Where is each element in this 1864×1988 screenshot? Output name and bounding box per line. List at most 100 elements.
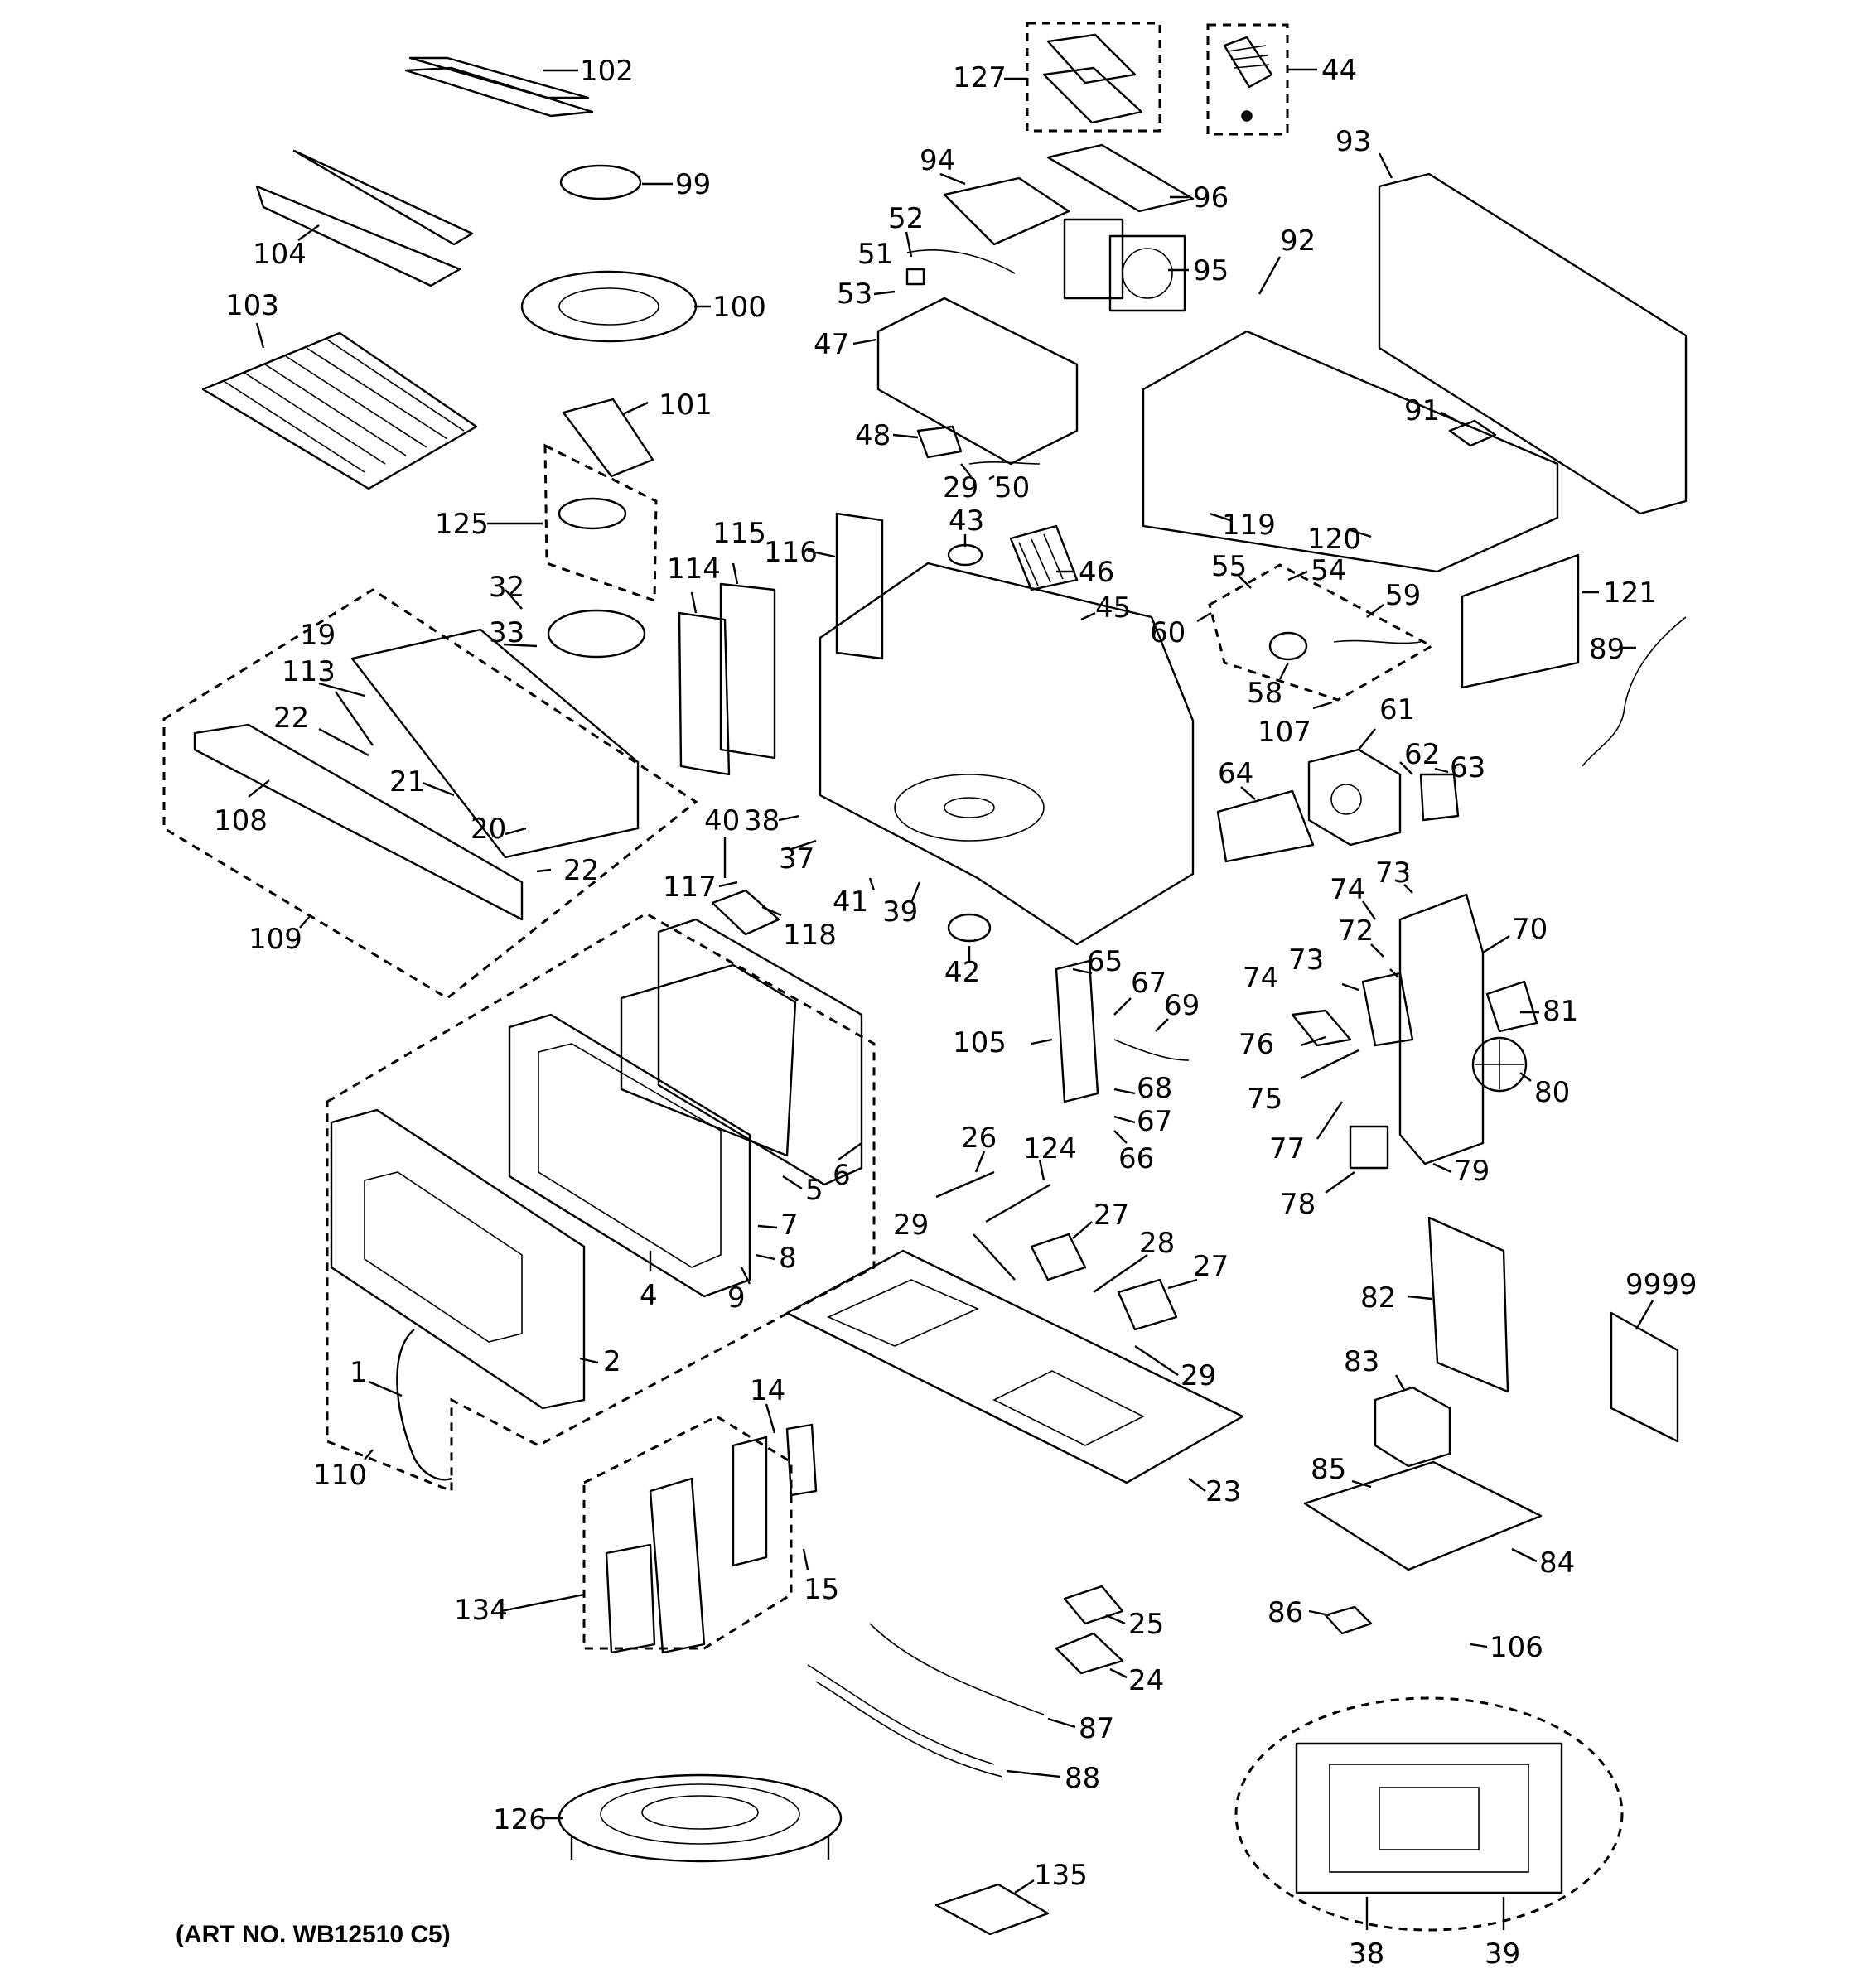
label-51: 51 — [857, 238, 893, 271]
label-118: 118 — [783, 919, 837, 952]
label-91: 91 — [1404, 394, 1440, 427]
label-74b: 74 — [1243, 962, 1278, 995]
base-plate-23 — [785, 1249, 1244, 1484]
label-99: 99 — [675, 168, 711, 201]
label-100: 100 — [712, 291, 766, 324]
transformer-83 — [1374, 1386, 1451, 1468]
part-75 — [1361, 972, 1414, 1047]
label-85: 85 — [1311, 1453, 1346, 1486]
duct-64 — [1216, 789, 1315, 863]
label-15: 15 — [804, 1573, 839, 1606]
label-64: 64 — [1218, 757, 1253, 790]
label-8: 8 — [779, 1242, 797, 1275]
part-24 — [1055, 1632, 1124, 1675]
label-75: 75 — [1247, 1083, 1282, 1116]
part-101 — [562, 398, 654, 478]
label-52: 52 — [888, 202, 924, 235]
label-78: 78 — [1280, 1188, 1316, 1221]
label-68: 68 — [1137, 1072, 1172, 1105]
part-48 — [916, 425, 963, 459]
label-14: 14 — [750, 1374, 785, 1407]
label-44: 44 — [1321, 54, 1357, 87]
label-107: 107 — [1258, 716, 1311, 749]
label-89: 89 — [1589, 633, 1625, 666]
label-27b: 27 — [1193, 1250, 1229, 1283]
label-108: 108 — [214, 804, 268, 837]
group-125-outline — [543, 443, 658, 603]
door-panel-2 — [330, 1108, 586, 1410]
cord-89 — [1582, 616, 1687, 767]
label-42: 42 — [944, 956, 980, 989]
door-frame-4 — [508, 1013, 751, 1298]
group-134-outline — [582, 1415, 793, 1650]
part-78 — [1349, 1125, 1389, 1170]
label-29c: 29 — [1181, 1359, 1216, 1392]
label-6: 6 — [833, 1159, 851, 1192]
label-124: 124 — [1023, 1132, 1077, 1165]
label-2: 2 — [603, 1345, 621, 1378]
label-106: 106 — [1490, 1631, 1543, 1664]
turntable-100 — [520, 270, 698, 343]
label-81: 81 — [1543, 995, 1578, 1028]
label-48: 48 — [855, 419, 891, 452]
label-61: 61 — [1379, 693, 1415, 726]
label-62: 62 — [1404, 738, 1440, 771]
blower-95 — [1063, 218, 1186, 312]
roller-ring-99 — [559, 164, 642, 200]
label-27a: 27 — [1094, 1199, 1129, 1232]
label-5: 5 — [805, 1174, 823, 1207]
label-80: 80 — [1534, 1076, 1570, 1109]
control-board-14 — [732, 1423, 818, 1567]
label-76: 76 — [1239, 1028, 1274, 1061]
label-126: 126 — [493, 1803, 547, 1836]
module-27b — [1117, 1278, 1178, 1331]
label-96: 96 — [1193, 181, 1229, 215]
label-9: 9 — [727, 1281, 746, 1315]
label-127: 127 — [953, 61, 1007, 94]
label-109: 109 — [249, 923, 302, 956]
group-44-outline — [1206, 23, 1289, 136]
label-70: 70 — [1512, 913, 1548, 946]
label-93: 93 — [1335, 125, 1371, 158]
label-94: 94 — [920, 144, 955, 177]
door-glass-5 — [620, 963, 797, 1157]
label-134: 134 — [454, 1594, 508, 1627]
wire-59 — [1333, 639, 1422, 644]
label-59: 59 — [1385, 579, 1421, 612]
label-39a: 39 — [882, 895, 918, 929]
label-24: 24 — [1128, 1664, 1164, 1697]
group-107-outline — [1208, 563, 1435, 702]
label-25: 25 — [1128, 1608, 1164, 1641]
harness-88 — [807, 1664, 995, 1765]
label-135: 135 — [1034, 1859, 1088, 1892]
fan-80 — [1471, 1036, 1528, 1093]
part-43 — [947, 543, 983, 567]
label-45: 45 — [1095, 591, 1131, 625]
panel-119-120 — [1142, 330, 1559, 573]
rack-103 — [201, 331, 478, 490]
label-115: 115 — [712, 517, 766, 550]
label-105: 105 — [953, 1026, 1007, 1059]
label-53: 53 — [837, 277, 872, 311]
label-38a: 38 — [744, 804, 780, 837]
part-51 — [905, 268, 925, 286]
label-22b: 22 — [563, 854, 599, 887]
part-135 — [934, 1883, 1050, 1936]
bar-124 — [985, 1183, 1051, 1223]
label-21: 21 — [389, 765, 425, 799]
module-27a — [1030, 1233, 1087, 1281]
label-47: 47 — [814, 328, 849, 361]
label-101: 101 — [659, 388, 712, 422]
bar-26 — [935, 1170, 995, 1199]
rack-126 — [558, 1773, 843, 1863]
label-121: 121 — [1603, 577, 1657, 610]
label-26: 26 — [961, 1122, 997, 1155]
label-1: 1 — [350, 1356, 368, 1389]
label-67b: 67 — [1137, 1105, 1172, 1138]
label-32: 32 — [489, 571, 524, 604]
wire-50 — [968, 461, 1041, 465]
label-69: 69 — [1164, 989, 1200, 1022]
group-cavity-inset-outline — [1234, 1696, 1624, 1932]
housing-47 — [876, 297, 1079, 466]
label-103: 103 — [225, 289, 279, 322]
